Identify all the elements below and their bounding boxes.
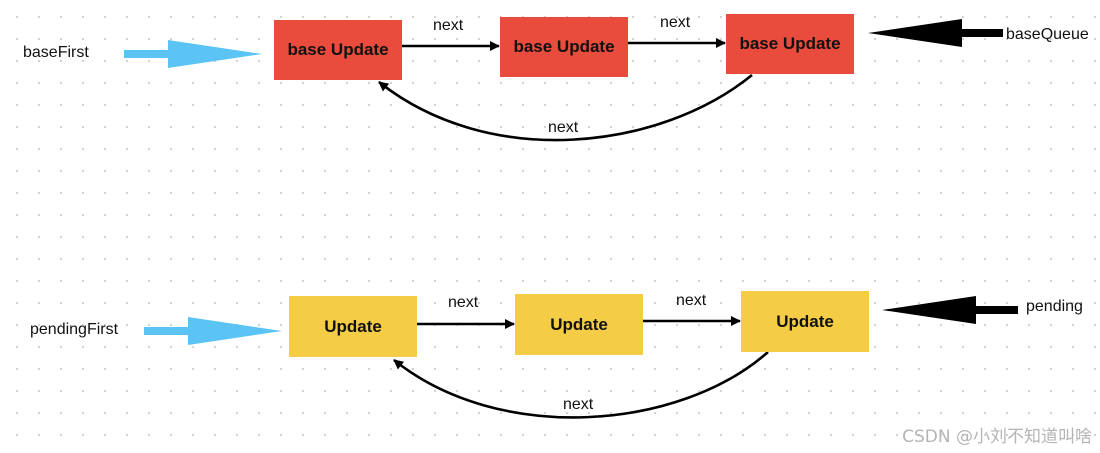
pending-edge-label-1: next — [448, 294, 479, 311]
pending-head-pointer-arrow — [144, 317, 282, 345]
base-loop-edge — [378, 73, 753, 142]
base-node-3: base Update — [726, 14, 854, 74]
base-node-1: base Update — [274, 20, 402, 80]
base-tail-label: baseQueue — [1006, 26, 1089, 43]
pending-loop-label: next — [563, 396, 594, 413]
pending-node-3: Update — [741, 291, 869, 352]
pending-node-2: Update — [515, 294, 643, 355]
pending-head-label: pendingFirst — [30, 321, 119, 338]
base-head-label: baseFirst — [23, 44, 89, 61]
base-loop-label: next — [548, 119, 579, 136]
base-edge-label-2: next — [660, 14, 691, 31]
pending-tail-label: pending — [1026, 298, 1083, 315]
pending-node-1: Update — [289, 296, 417, 357]
pending-loop-edge — [393, 351, 769, 419]
pending-edge-label-2: next — [676, 292, 707, 309]
base-node-2: base Update — [500, 17, 628, 77]
base-tail-pointer-arrow — [868, 19, 1003, 47]
base-head-pointer-arrow — [124, 40, 262, 68]
watermark: CSDN @小刘不知道叫啥 — [902, 427, 1092, 447]
base-edge-label-1: next — [433, 17, 464, 34]
pending-tail-pointer-arrow — [882, 296, 1018, 324]
